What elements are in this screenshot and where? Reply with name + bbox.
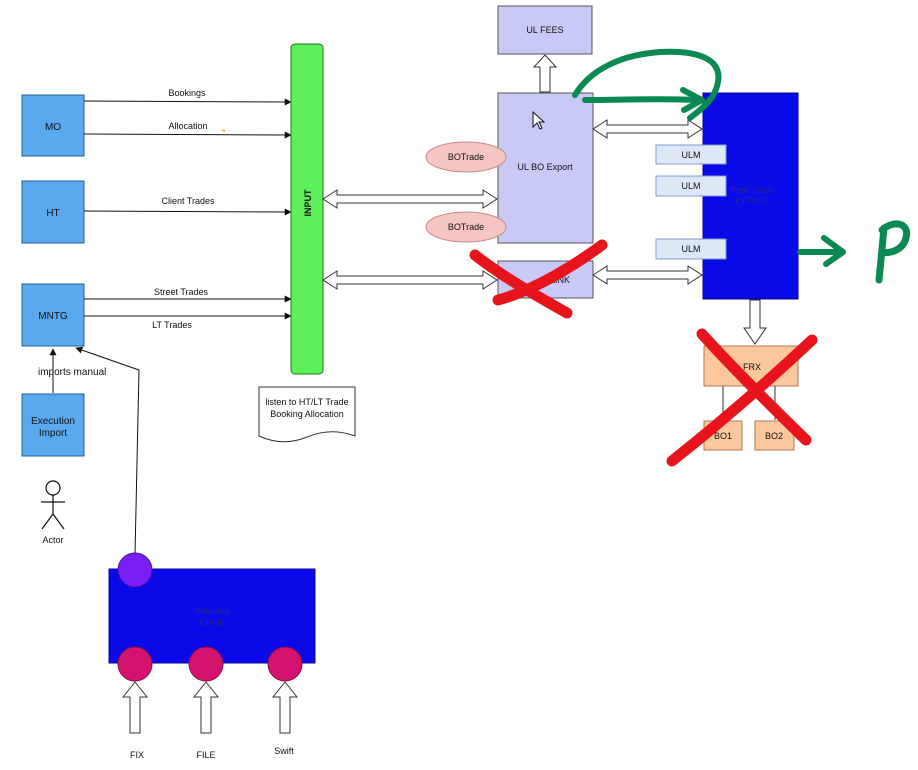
lt-trades-label: LT Trades [152,320,192,330]
frx-label: FRX [743,362,761,372]
orange-mark [221,129,226,132]
street-trades-label: Street Trades [154,287,209,297]
mo-box[interactable]: MO [21,94,85,157]
post-trade-label-line2: OFFICE [736,196,769,206]
mntg-box[interactable]: MNTG [21,283,85,347]
ulm-box-2[interactable]: ULM [655,175,727,197]
file-arrow [192,681,220,734]
file-port-circle[interactable] [188,646,224,682]
ul-bo-export-label: UL BO Export [517,162,573,172]
ulm-box-1[interactable]: ULM [655,144,727,165]
post-trade-label-line1: Post Trade [730,185,774,195]
input-export-double-arrow [322,189,498,209]
ulm-2-label: ULM [681,181,700,191]
fix-arrow [121,681,149,734]
botrade-ellipse-1[interactable]: BOTrade [425,141,507,173]
bo1-label: BO1 [714,431,732,441]
ul-fees-label: UL FEES [526,25,563,35]
imports-manual-label: imports manual [38,367,106,378]
swift-arrow [271,681,299,734]
botrade-ellipse-2[interactable]: BOTrade [425,211,507,243]
ulm-1-label: ULM [681,150,700,160]
link-label: LINK [550,275,570,285]
cursor-icon [532,110,546,130]
ht-label: HT [46,208,59,219]
output-port-circle[interactable] [117,552,153,588]
actor-label: Actor [42,535,63,545]
input-label: INPUT [303,189,313,217]
input-note-line2: Booking Allocation [270,409,344,419]
ulm-3-label: ULM [681,244,700,254]
group-to-mntg-edge [75,346,140,556]
input-note-line1: listen to HT/LT Trade [265,397,348,407]
green-output-arrow [797,235,846,267]
ht-box[interactable]: HT [21,180,85,244]
export-to-fees-arrow [532,54,558,93]
swift-port-circle[interactable] [267,646,303,682]
actor-icon [41,480,65,530]
posttrade-to-frx-arrow [743,299,767,345]
botrade-2-label: BOTrade [448,222,484,232]
bookings-label: Bookings [168,88,206,98]
execution-import-box[interactable]: Execution Import [21,393,85,457]
input-link-double-arrow [322,270,498,290]
ulm-box-3[interactable]: ULM [655,238,727,260]
red-x-frx-annotation [666,328,818,467]
bo2-label: BO2 [765,431,783,441]
client-trades-edge [83,208,292,216]
client-trades-label: Client Trades [161,196,215,206]
input-note: listen to HT/LT Trade Booking Allocation [258,386,356,443]
swift-label: Swift [274,746,294,756]
mntg-label: MNTG [38,311,68,322]
input-bar[interactable]: INPUT [290,43,324,375]
export-posttrade-double-arrow [592,119,703,139]
link-posttrade-double-arrow [592,265,703,285]
bookings-edge [83,98,292,106]
ul-fees-box[interactable]: UL FEES [497,5,593,55]
botrade-1-label: BOTrade [448,152,484,162]
execution-import-label-line2: Import [39,428,68,439]
bottom-box-label-line2: Group [199,617,224,627]
fix-label: FIX [130,750,144,760]
execution-import-label-line1: Execution [31,416,75,427]
allocation-edge [83,131,292,139]
file-label: FILE [196,750,215,760]
red-x-link-annotation [469,239,608,319]
ul-bo-export-box[interactable]: UL BO Export [497,92,594,244]
mo-label: MO [45,122,61,133]
green-loop-annotation [572,48,722,121]
allocation-label: Allocation [168,121,207,131]
bottom-box-label-line1: Versions [195,606,230,616]
fix-port-circle[interactable] [117,646,153,682]
handwritten-p-annotation [875,220,911,284]
